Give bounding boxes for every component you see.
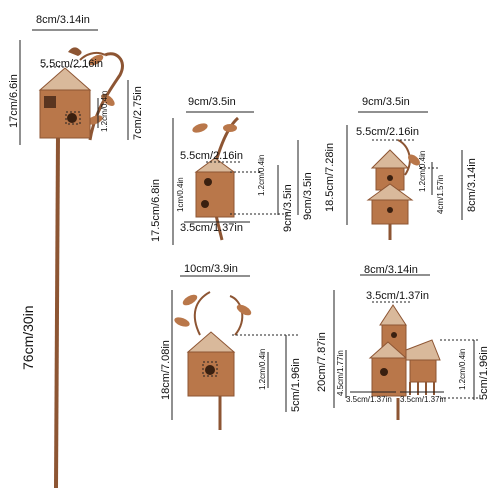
dim-height-house: 5cm/1.96in — [290, 358, 302, 412]
dim-hole-lower: 4cm/1.57in — [436, 174, 445, 214]
dim-hole-lower: 1cm/0.4in — [176, 177, 185, 212]
dim-hole-upper: 1.2cm/0.4in — [418, 150, 427, 192]
double-birdhouse-figure — [346, 111, 463, 240]
dim-hole: 1.2cm/0.4in — [458, 348, 467, 390]
dim-base-width: 3.5cm/1.37in — [180, 222, 243, 234]
cottage-birdhouse-figure — [333, 274, 480, 420]
dim-tower-width: 3.5cm/1.37in — [366, 290, 429, 302]
tall-birdhouse-figure — [172, 111, 299, 245]
dim-height-lower: 9cm/3.5in — [282, 184, 294, 232]
dim-height-total: 17.5cm/6.8in — [150, 179, 162, 242]
dim-width-top: 9cm/3.5in — [188, 96, 236, 108]
stake-birdhouse-figure — [19, 29, 129, 489]
dim-house-width: 5.5cm/2.16in — [40, 58, 103, 70]
dim-height-lower: 4.5cm/1.77in — [336, 350, 345, 396]
dim-base-left: 3.5cm/1.37in — [346, 395, 392, 404]
dim-height-total: 18.5cm/7.28in — [324, 142, 336, 212]
dim-hole: 1.2cm/0.4in — [100, 90, 109, 132]
stake-pole — [54, 134, 60, 489]
dim-width-top: 10cm/3.9in — [184, 263, 238, 275]
dim-height-house: 7cm/2.75in — [132, 86, 144, 140]
dim-width-top: 8cm/3.14in — [36, 14, 90, 26]
dim-hole-upper: 1.2cm/0.4in — [257, 154, 266, 196]
dim-house-width: 5.5cm/2.16in — [180, 150, 243, 162]
dim-height-house: 8cm/3.14in — [466, 158, 478, 212]
dim-height-total: 20cm/7.87in — [316, 332, 328, 392]
dim-house-width: 5.5cm/2.16in — [356, 126, 419, 138]
dim-height-house: 9cm/3.5in — [302, 172, 314, 220]
dim-height-total: 18cm/7.08in — [160, 340, 172, 400]
dim-base-right: 3.5cm/1.37in — [400, 395, 446, 404]
dim-height-total: 17cm/6.6in — [8, 74, 20, 128]
dim-height-house: 5cm/1.96in — [478, 346, 490, 400]
vine-birdhouse-figure — [171, 275, 300, 430]
dim-hole: 1.2cm/0.4in — [258, 348, 267, 390]
dim-stake-length: 76cm/30in — [20, 305, 36, 370]
bird-icon — [68, 47, 82, 56]
dim-width-top: 9cm/3.5in — [362, 96, 410, 108]
dim-width-top: 8cm/3.14in — [364, 264, 418, 276]
